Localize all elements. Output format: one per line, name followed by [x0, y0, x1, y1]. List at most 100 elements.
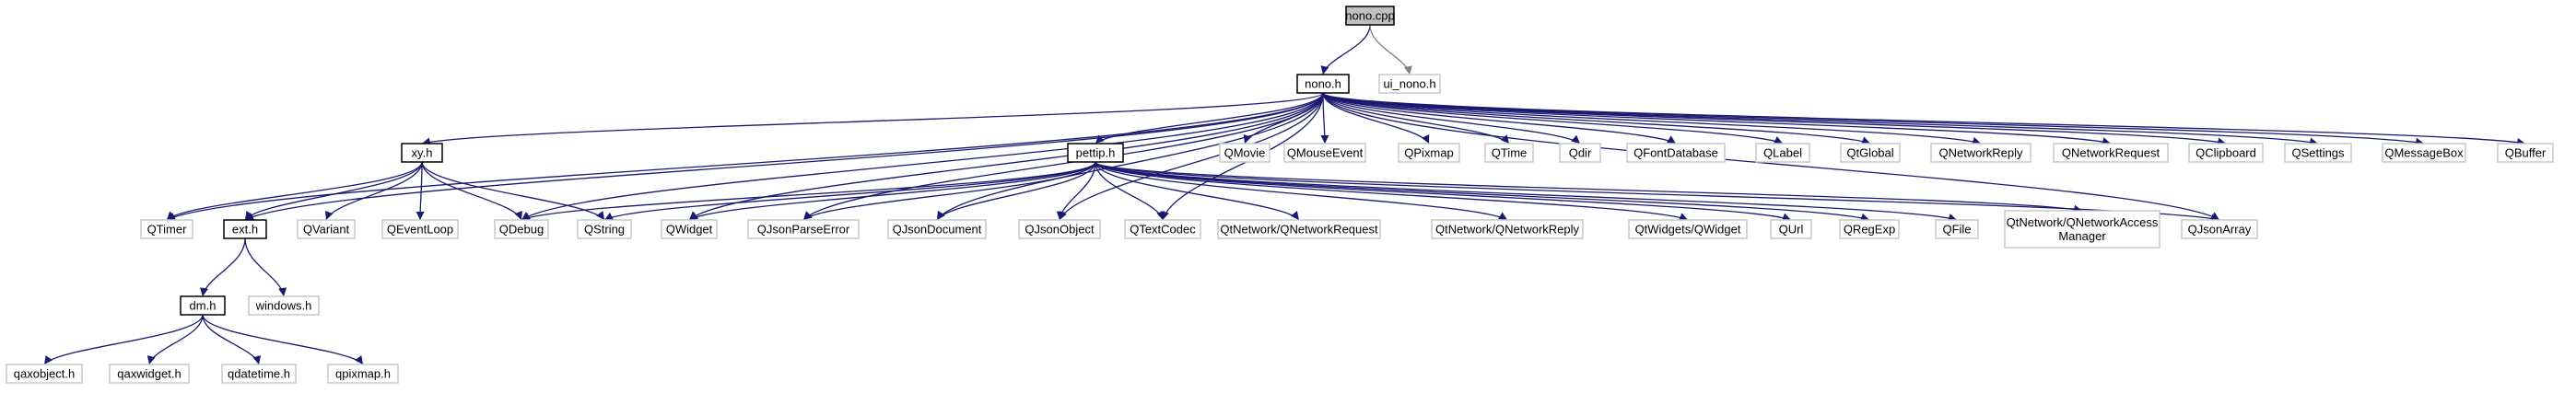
node-qsettings[interactable]: QSettings [2284, 143, 2352, 163]
edge-pettip_h-to-QtNetwork_QNetworkRequest [1095, 161, 1300, 221]
node-qbuffer[interactable]: QBuffer [2497, 143, 2554, 163]
node-qwidget[interactable]: QWidget [661, 219, 718, 239]
edge-nono_h-to-QDebug [521, 92, 1324, 221]
node-windows-h[interactable]: windows.h [248, 295, 320, 316]
node-label: QDebug [499, 223, 544, 237]
node-label: QRegExp [1844, 223, 1895, 237]
node-qeventloop[interactable]: QEventLoop [381, 219, 459, 239]
node-qtnetwork-qnetworkrequest[interactable]: QtNetwork/QNetworkRequest [1217, 219, 1381, 239]
node-label: dm.h [190, 299, 217, 313]
edge-pettip_h-to-QJsonParseError [802, 161, 1096, 221]
node-label: qpixmap.h [335, 367, 391, 381]
node-label: QFontDatabase [1633, 146, 1718, 160]
edge-pettip_h-to-QtWidgets_QWidget [1095, 161, 1689, 221]
node-label: qaxobject.h [14, 367, 76, 381]
node-qtglobal[interactable]: QtGlobal [1840, 143, 1901, 163]
node-label: qdatetime.h [228, 367, 290, 381]
edge-pettip_h-to-QJsonDocument [936, 161, 1096, 221]
node-qjsonparseerror[interactable]: QJsonParseError [747, 219, 860, 239]
node-pettip-h[interactable]: pettip.h [1067, 143, 1124, 163]
nodes-layer: nono.cpp nono.h ui_nono.h xy.h pettip.h QMovi… [6, 6, 2554, 384]
edge-xy_h-to-QTimer [166, 161, 423, 221]
node-nono-cpp[interactable]: nono.cpp [1345, 6, 1395, 26]
node-qdatetime-h[interactable]: qdatetime.h [221, 364, 297, 384]
node-label: QLabel [1763, 146, 1802, 160]
node-label: QJsonArray [2188, 223, 2252, 237]
node-qvariant[interactable]: QVariant [297, 219, 356, 239]
node-label-line2: Manager [2058, 229, 2106, 243]
edge-nono_h-to-QTime [1322, 92, 1510, 144]
edge-xy_h-to-QString [421, 161, 605, 221]
node-qurl[interactable]: QUrl [1770, 219, 1812, 239]
edge-nono_cpp-to-ui_nono_h [1369, 24, 1412, 75]
node-label: QUrl [1779, 223, 1804, 237]
node-qstring[interactable]: QString [577, 219, 632, 239]
node-label: QTextCodec [1130, 223, 1196, 237]
node-qtwidgets-qwidget[interactable]: QtWidgets/QWidget [1628, 219, 1748, 239]
node-qtnetwork-qnetworkreply[interactable]: QtNetwork/QNetworkReply [1431, 219, 1584, 239]
edge-ext_h-to-dm_h [200, 237, 246, 297]
node-label: QJsonParseError [757, 223, 850, 237]
edge-pettip_h-to-QJsonObject [1056, 161, 1096, 221]
node-label: QMovie [1224, 146, 1266, 160]
node-qdebug[interactable]: QDebug [494, 219, 549, 239]
edge-pettip_h-to-QDebug [521, 161, 1096, 221]
node-qregexp[interactable]: QRegExp [1839, 219, 1900, 239]
edge-nono_h-to-QtGlobal [1322, 92, 1871, 144]
edge-xy_h-to-QEventLoop [416, 161, 425, 221]
node-qnetworkrequest[interactable]: QNetworkRequest [2053, 143, 2169, 163]
node-qnetworkreply[interactable]: QNetworkReply [1930, 143, 2032, 163]
node-label: ui_nono.h [1383, 77, 1435, 91]
node-qmessagebox[interactable]: QMessageBox [2382, 143, 2466, 163]
node-qjsonobject[interactable]: QJsonObject [1018, 219, 1101, 239]
node-qmovie[interactable]: QMovie [1219, 143, 1270, 163]
node-qtimer[interactable]: QTimer [140, 219, 193, 239]
node-label: QJsonObject [1025, 223, 1095, 237]
node-label: QSettings [2291, 146, 2345, 160]
node-qdir[interactable]: Qdir [1559, 143, 1601, 163]
node-ui-nono-h[interactable]: ui_nono.h [1378, 74, 1441, 94]
node-label: nono.h [1305, 77, 1341, 91]
node-label: pettip.h [1076, 146, 1116, 160]
edges-layer [43, 24, 2526, 365]
node-qlabel[interactable]: QLabel [1755, 143, 1810, 163]
node-qfontdatabase[interactable]: QFontDatabase [1626, 143, 1726, 163]
node-dm-h[interactable]: dm.h [180, 295, 226, 316]
node-qaxobject-h[interactable]: qaxobject.h [6, 364, 83, 384]
node-label: QPixmap [1404, 146, 1453, 160]
edge-dm_h-to-qaxwidget_h [146, 314, 204, 365]
node-label: QTime [1492, 146, 1528, 160]
node-ext-h[interactable]: ext.h [223, 219, 267, 239]
node-qmouseevent[interactable]: QMouseEvent [1283, 143, 1366, 163]
node-qpixmap-h[interactable]: qpixmap.h [327, 364, 399, 384]
node-label: QEventLoop [387, 223, 453, 237]
node-qpixmap[interactable]: QPixmap [1398, 143, 1460, 163]
node-label: QBuffer [2505, 146, 2547, 160]
node-nono-h[interactable]: nono.h [1296, 74, 1350, 94]
node-qjsonarray[interactable]: QJsonArray [2181, 219, 2258, 239]
edge-pettip_h-to-QFile [1095, 161, 1958, 222]
node-xy-h[interactable]: xy.h [401, 143, 443, 163]
edge-pettip_h-to-QtNetwork_QNetworkReply [1095, 161, 1508, 221]
node-label: QFile [1942, 223, 1971, 237]
edge-nono_h-to-xy_h [421, 92, 1324, 146]
node-label: QString [584, 223, 625, 237]
node-qaxwidget-h[interactable]: qaxwidget.h [109, 364, 190, 384]
node-label: QClipboard [2195, 146, 2256, 160]
edge-pettip_h-to-QWidget [688, 161, 1096, 221]
edge-xy_h-to-QDebug [421, 161, 522, 221]
node-qclipboard[interactable]: QClipboard [2188, 143, 2264, 163]
node-label: QtGlobal [1846, 146, 1893, 160]
node-qtime[interactable]: QTime [1484, 143, 1534, 163]
node-label: QMouseEvent [1287, 146, 1364, 160]
node-qjsondocument[interactable]: QJsonDocument [887, 219, 987, 239]
edge-xy_h-to-QVariant [324, 161, 423, 221]
node-label: QVariant [303, 223, 350, 237]
node-label: xy.h [412, 146, 433, 160]
node-qtextcodec[interactable]: QTextCodec [1124, 219, 1201, 239]
edge-nono_h-to-QFontDatabase [1322, 92, 1677, 144]
node-qfile[interactable]: QFile [1935, 219, 1979, 239]
edge-pettip_h-to-QTextCodec [1095, 161, 1165, 221]
